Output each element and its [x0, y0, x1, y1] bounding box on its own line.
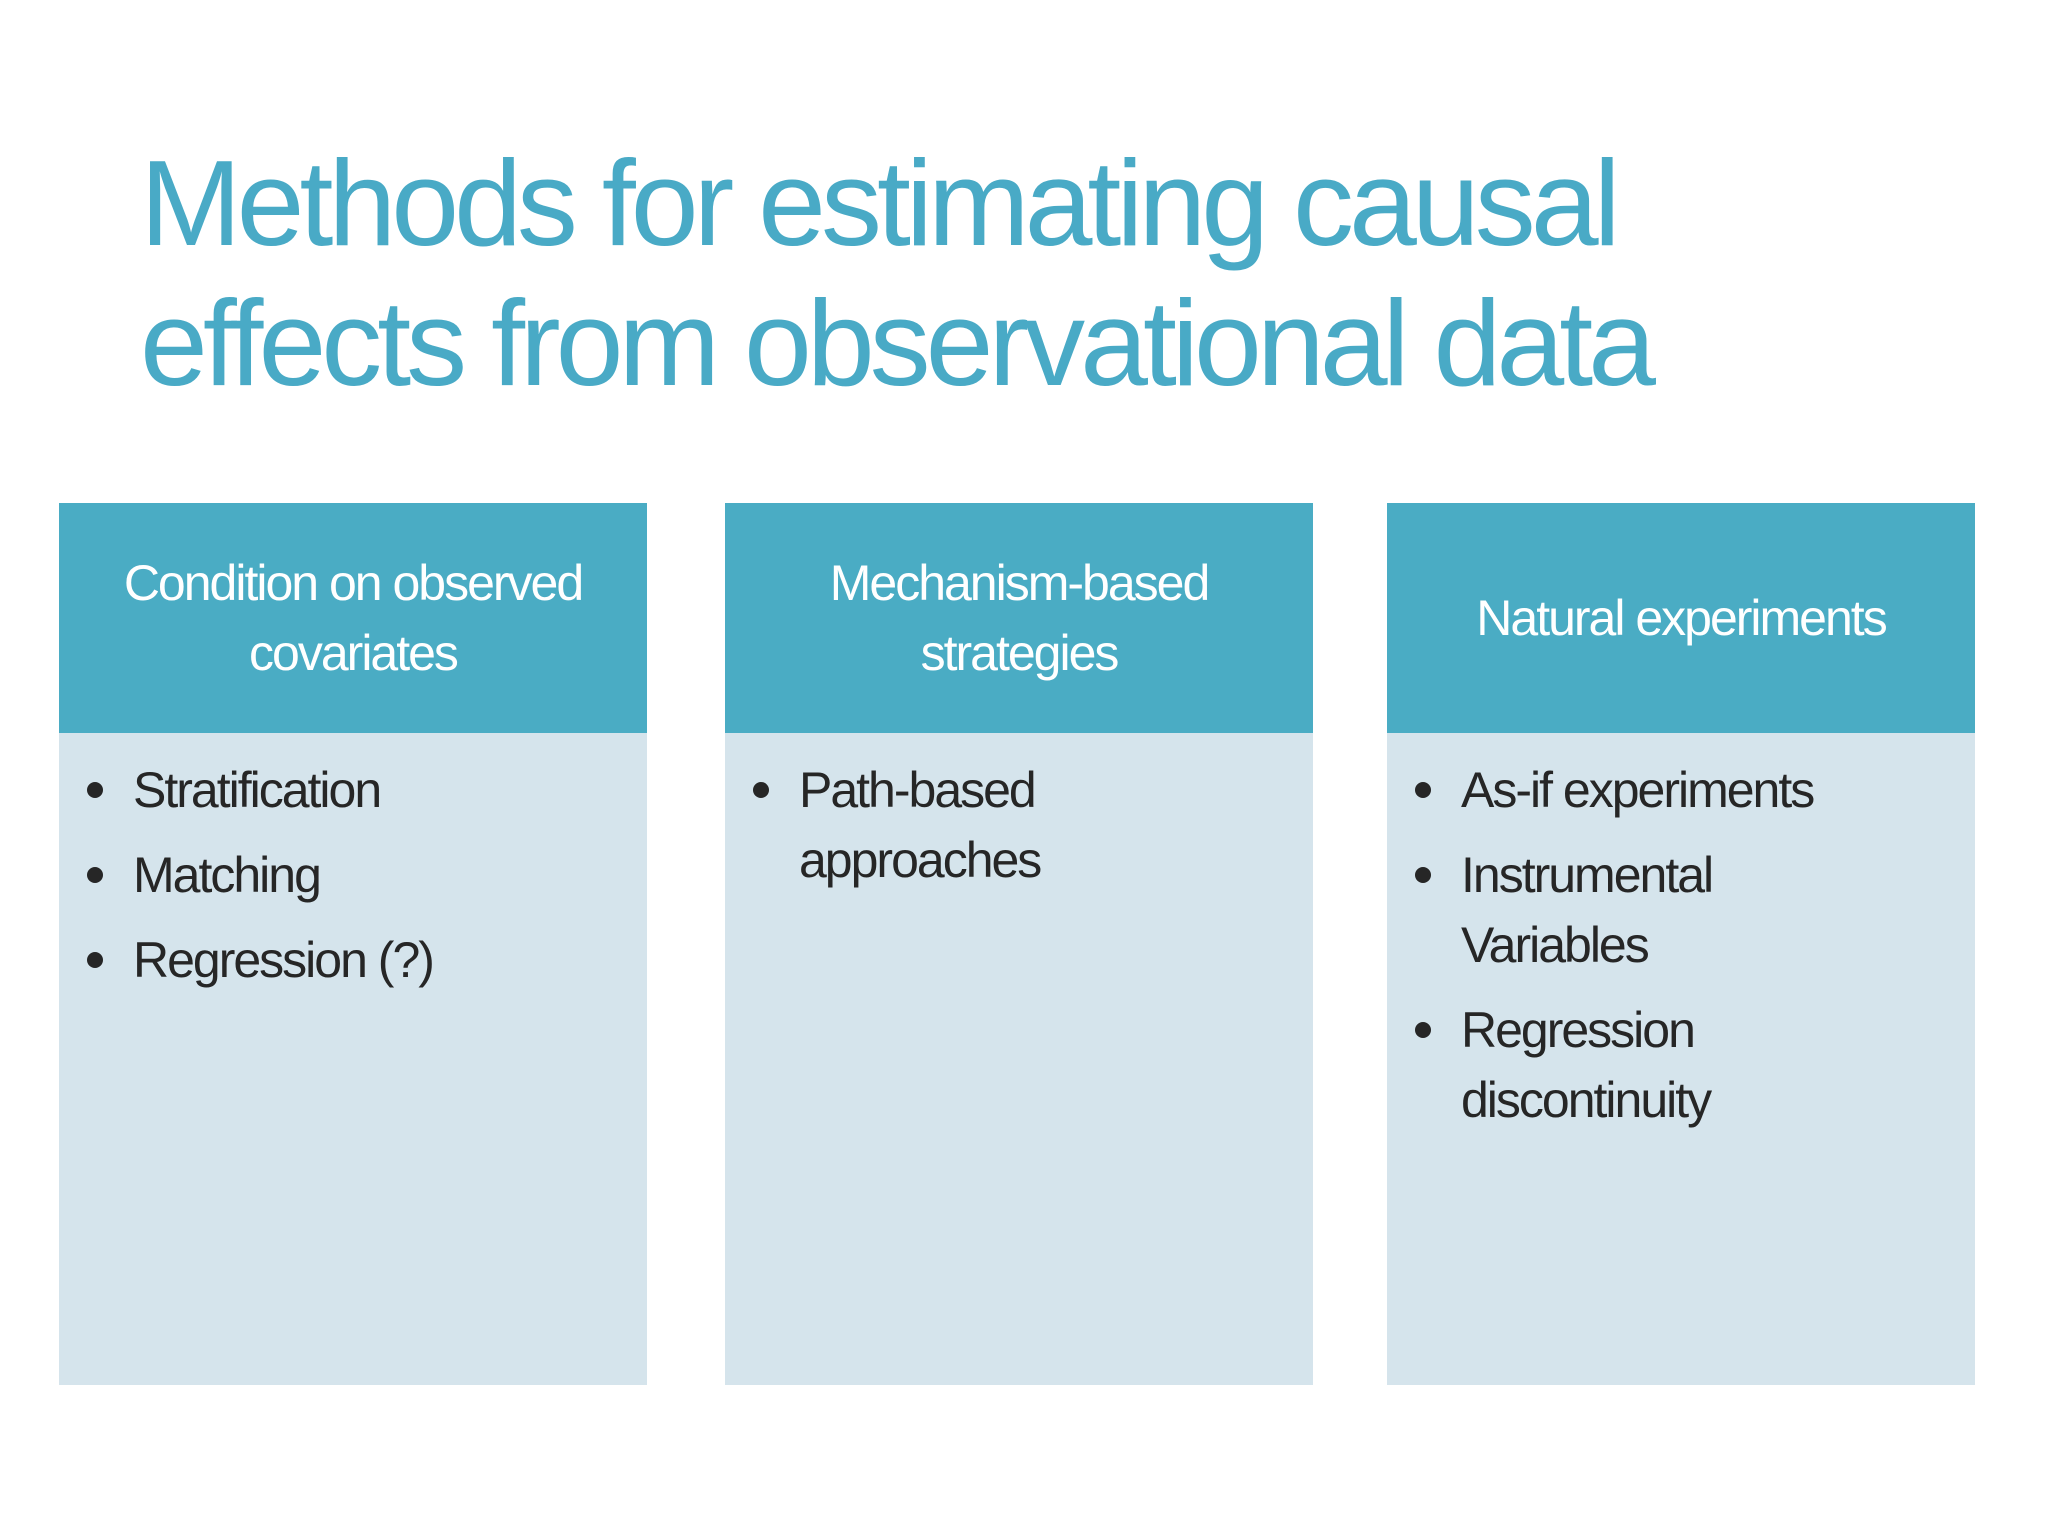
slide-title: Methods for estimating causal effects fr… — [140, 133, 1980, 413]
column-natural-experiments: Natural experiments As-if experiments In… — [1387, 503, 1975, 1385]
bullet-icon — [87, 782, 103, 798]
column-body: Stratification Matching Regression (?) — [59, 733, 647, 1385]
bullet-icon — [1415, 782, 1431, 798]
bullet-list: Stratification Matching Regression (?) — [59, 733, 647, 995]
column-header-text: Mechanism-based strategies — [829, 555, 1211, 681]
column-header: Condition on observed covariates — [59, 503, 647, 733]
bullet-text: Instrumental Variables — [1461, 847, 1714, 973]
bullet-text: As-if experiments — [1461, 762, 1815, 818]
slide-title-line-1: Methods for estimating causal — [140, 135, 1621, 271]
list-item: Regression discontinuity — [1387, 995, 1885, 1135]
bullet-icon — [87, 952, 103, 968]
bullet-text: Regression (?) — [133, 932, 435, 988]
list-item: Instrumental Variables — [1387, 840, 1885, 980]
bullet-icon — [1415, 1022, 1431, 1038]
column-body: Path-based approaches — [725, 733, 1313, 1385]
list-item: Regression (?) — [59, 925, 557, 995]
bullet-icon — [753, 782, 769, 798]
list-item: Stratification — [59, 755, 557, 825]
column-mechanism-based-strategies: Mechanism-based strategies Path-based ap… — [725, 503, 1313, 1385]
bullet-text: Path-based approaches — [799, 762, 1042, 888]
list-item: As-if experiments — [1387, 755, 1885, 825]
column-body: As-if experiments Instrumental Variables… — [1387, 733, 1975, 1385]
list-item: Matching — [59, 840, 557, 910]
bullet-text: Stratification — [133, 762, 382, 818]
bullet-icon — [1415, 867, 1431, 883]
bullet-text: Matching — [133, 847, 322, 903]
column-header-text: Natural experiments — [1476, 590, 1887, 646]
slide-title-line-2: effects from observational data — [140, 275, 1656, 411]
column-header-text: Condition on observed covariates — [123, 555, 584, 681]
bullet-list: As-if experiments Instrumental Variables… — [1387, 733, 1975, 1135]
column-header: Mechanism-based strategies — [725, 503, 1313, 733]
list-item: Path-based approaches — [725, 755, 1223, 895]
bullet-list: Path-based approaches — [725, 733, 1313, 895]
bullet-icon — [87, 867, 103, 883]
column-header: Natural experiments — [1387, 503, 1975, 733]
column-condition-on-observed-covariates: Condition on observed covariates Stratif… — [59, 503, 647, 1385]
bullet-text: Regression discontinuity — [1461, 1002, 1712, 1128]
